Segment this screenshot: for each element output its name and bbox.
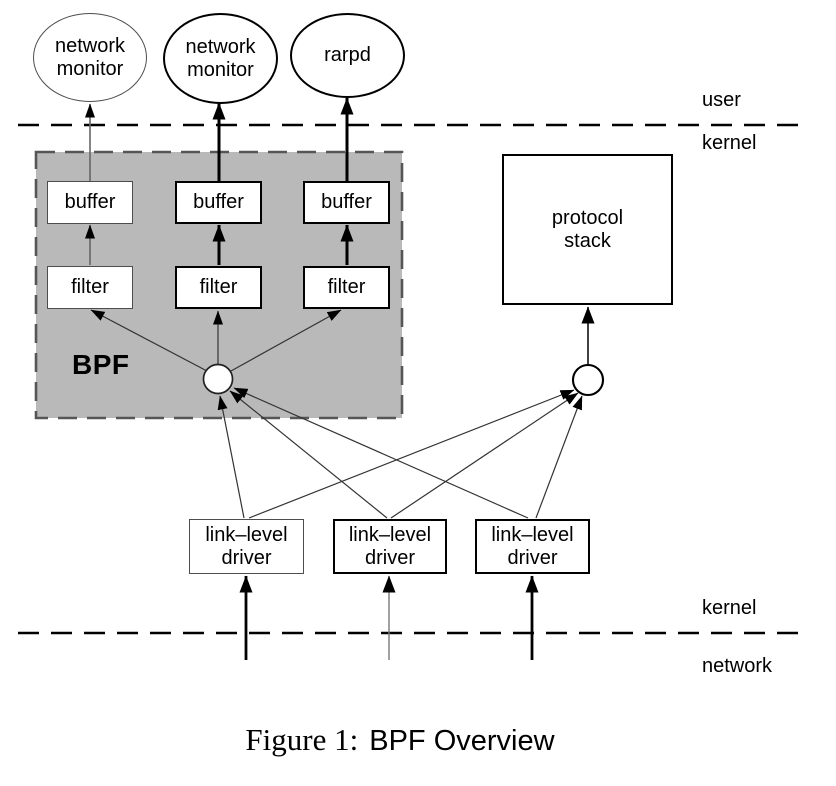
node-driver-right: link–level driver (475, 519, 590, 574)
node-label: filter (199, 276, 238, 299)
kernel-space-label-bottom: kernel (702, 597, 757, 619)
figure-caption-prefix: Figure 1: (245, 722, 359, 757)
arrow-bpf-tap-to-filter-left (90, 309, 208, 372)
arrow-bpf-tap-to-filter-right (230, 309, 342, 372)
node-label: link–level driver (205, 524, 288, 569)
node-driver-center: link–level driver (333, 519, 447, 574)
node-rarpd: rarpd (290, 13, 405, 98)
node-filter-center: filter (175, 266, 262, 309)
kernel-space-label-top: kernel (702, 132, 757, 154)
protocol-tap-circle (571, 363, 605, 397)
node-buffer-center: buffer (175, 181, 262, 224)
figure-caption-title: BPF Overview (369, 725, 555, 757)
node-filter-left: filter (47, 266, 133, 309)
node-driver-left: link–level driver (189, 519, 304, 574)
network-space-label: network (702, 655, 773, 677)
arrow-driver-left-to-bpf-tap (217, 395, 245, 519)
figure-caption: Figure 1: BPF Overview (0, 722, 800, 758)
arrow-driver-center-to-protocol-tap (390, 392, 579, 519)
node-label: network monitor (54, 35, 126, 80)
node-network-monitor-center: network monitor (163, 13, 278, 104)
bpf-region-label: BPF (72, 349, 130, 380)
node-label: rarpd (324, 44, 371, 67)
node-label: link–level driver (491, 524, 574, 569)
arrow-driver-right-to-protocol-tap (535, 395, 583, 519)
node-label: filter (71, 276, 109, 299)
node-label: protocol stack (551, 207, 624, 252)
node-filter-right: filter (303, 266, 390, 309)
node-buffer-left: buffer (47, 181, 133, 224)
arrow-driver-right-to-bpf-tap (233, 387, 529, 519)
user-space-label: user (702, 89, 741, 111)
arrow-driver-center-to-bpf-tap (229, 390, 388, 519)
node-buffer-right: buffer (303, 181, 390, 224)
node-label: filter (327, 276, 366, 299)
bpf-tap-circle (202, 363, 234, 395)
node-label: link–level driver (348, 524, 432, 569)
node-label: buffer (193, 191, 244, 214)
node-label: buffer (64, 191, 116, 214)
node-network-monitor-left: network monitor (33, 13, 147, 102)
node-label: network monitor (185, 36, 256, 81)
node-protocol-stack: protocol stack (502, 154, 673, 305)
node-label: buffer (321, 191, 372, 214)
arrow-driver-left-to-protocol-tap (248, 389, 575, 519)
